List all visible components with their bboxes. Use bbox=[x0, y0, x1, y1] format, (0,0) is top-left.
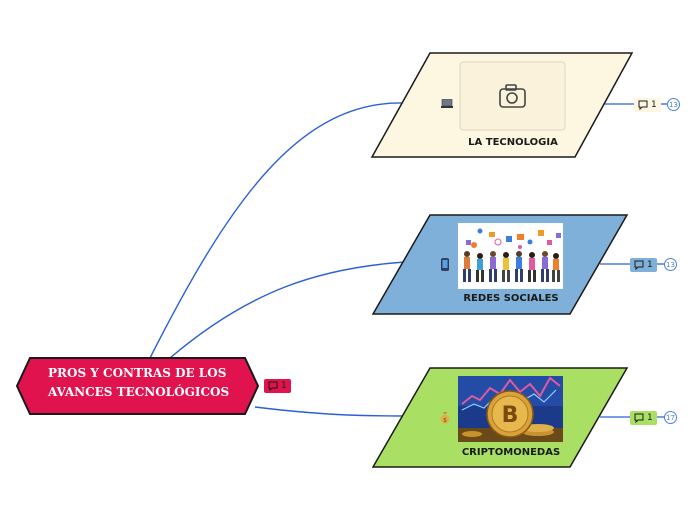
comment-icon bbox=[268, 381, 278, 391]
central-topic-line-2: AVANCES TECNOLÓGICOS bbox=[48, 385, 230, 399]
topic-label-cripto[interactable]: CRIPTOMONEDAS bbox=[461, 447, 561, 458]
bitcoin-illustration: B bbox=[458, 376, 563, 442]
connector-tecnologia bbox=[149, 102, 406, 359]
collapsed-count-cripto[interactable]: 17 bbox=[664, 411, 677, 424]
connector-redes bbox=[169, 261, 406, 359]
comment-count: 1 bbox=[651, 100, 657, 110]
comment-icon bbox=[634, 413, 644, 423]
comment-count: 1 bbox=[281, 381, 287, 391]
comment-badge-redes[interactable]: 1 bbox=[630, 258, 657, 272]
computer-icon bbox=[441, 99, 453, 112]
comment-icon bbox=[638, 100, 648, 110]
comment-badge-cripto[interactable]: 1 bbox=[630, 411, 657, 425]
social-network-illustration bbox=[458, 223, 563, 289]
collapsed-count-redes[interactable]: 13 bbox=[664, 258, 677, 271]
comment-count: 1 bbox=[647, 260, 653, 270]
camera-icon bbox=[499, 84, 526, 108]
svg-text:$: $ bbox=[443, 417, 447, 424]
topic-label-redes[interactable]: REDES SOCIALES bbox=[463, 293, 559, 304]
central-topic-line-1: PROS Y CONTRAS DE LOS bbox=[48, 366, 227, 380]
comment-badge-tecnologia[interactable]: 1 bbox=[634, 98, 661, 112]
svg-text:B: B bbox=[502, 403, 519, 428]
central-topic-shape[interactable] bbox=[15, 357, 260, 415]
money-bag-icon: $ bbox=[440, 411, 450, 427]
central-comment-badge[interactable]: 1 bbox=[264, 379, 291, 393]
mobile-phone-icon bbox=[441, 258, 449, 274]
topic-label-tecnologia[interactable]: LA TECNOLOGIA bbox=[468, 137, 558, 148]
comment-icon bbox=[634, 260, 644, 270]
camera-placeholder-image bbox=[459, 61, 566, 131]
central-topic-label[interactable]: PROS Y CONTRAS DE LOS AVANCES TECNOLÓGIC… bbox=[30, 364, 240, 408]
collapsed-count-tecnologia[interactable]: 13 bbox=[667, 98, 680, 111]
comment-count: 1 bbox=[647, 413, 653, 423]
connector-cripto bbox=[254, 406, 406, 417]
